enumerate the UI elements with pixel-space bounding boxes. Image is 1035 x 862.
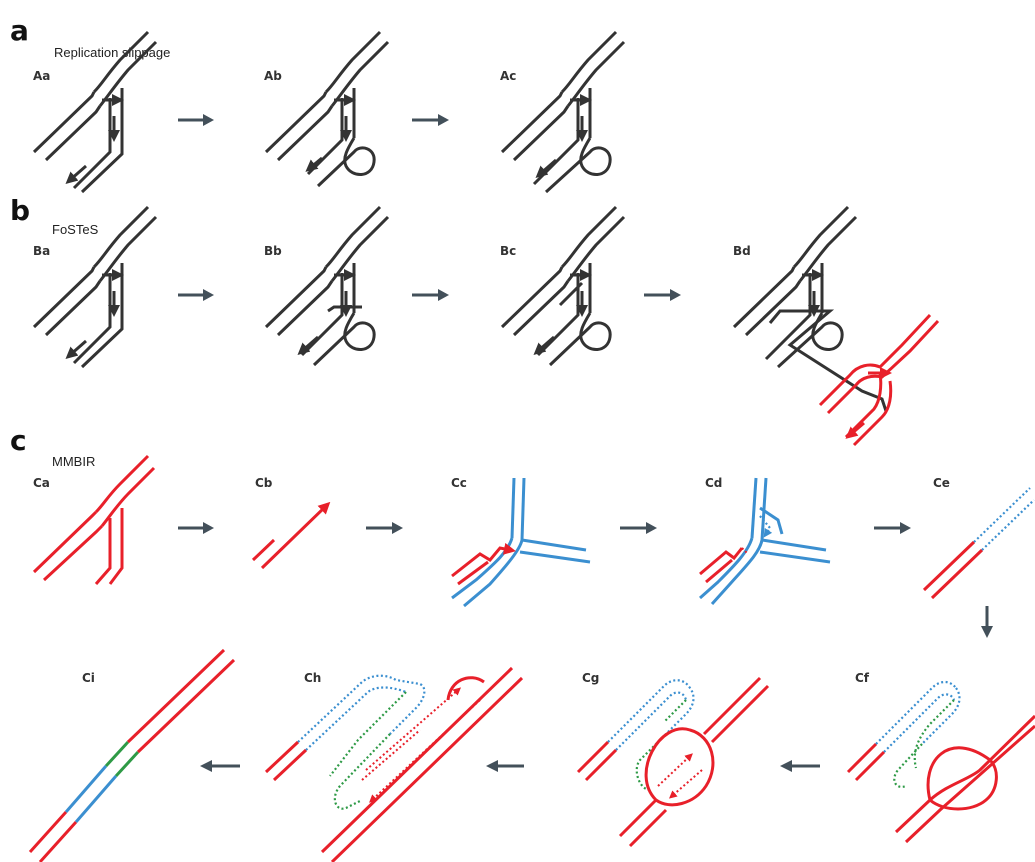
fork-diagram-bd <box>732 205 940 447</box>
section-title-b: FoSTeS <box>52 222 99 237</box>
panel-label-aa: Aa <box>33 69 50 83</box>
panel-label-ab: Ab <box>264 69 282 83</box>
strand-diagram-ce <box>922 487 1035 600</box>
fork-diagram-ba <box>32 205 158 369</box>
arrowhead-bb-bc <box>438 289 449 301</box>
section-title-c: MMBIR <box>52 454 95 469</box>
panel-label-ce: Ce <box>933 476 950 490</box>
arrowhead-cg-ch <box>486 760 498 772</box>
panel-label-ba: Ba <box>33 244 50 258</box>
arrowhead-ba-bb <box>203 289 214 301</box>
panel-label-bd: Bd <box>733 244 751 258</box>
panel-label-cd: Cd <box>705 476 722 490</box>
panel-label-cf: Cf <box>855 671 870 685</box>
section-title-a: Replication slippage <box>54 45 170 60</box>
fork-diagram-aa <box>32 30 158 194</box>
panel-label-bb: Bb <box>264 244 282 258</box>
panel-label-cg: Cg <box>582 671 599 685</box>
arrowhead-ch-ci <box>200 760 212 772</box>
section-letter-a: a <box>10 14 29 47</box>
fork-diagram-cc <box>451 477 591 608</box>
panel-label-ch: Ch <box>304 671 321 685</box>
arrowhead-aa-ab <box>203 114 214 126</box>
section-letter-b: b <box>10 194 30 227</box>
fork-diagram-ca <box>32 454 156 585</box>
strand-diagram-cb <box>251 501 331 570</box>
loop-diagram-cg <box>576 676 770 848</box>
panel-label-bc: Bc <box>500 244 516 258</box>
panel-label-ac: Ac <box>500 69 516 83</box>
fork-diagram-ab <box>264 30 390 188</box>
fork-diagram-ac <box>500 30 626 194</box>
arrowhead-ce-cf <box>981 626 993 638</box>
arrowhead-cd-ce <box>900 522 911 534</box>
section-letter-c: c <box>10 424 27 457</box>
arrowhead-cc-cd <box>646 522 657 534</box>
panel-label-cc: Cc <box>451 476 467 490</box>
fork-diagram-bb <box>264 205 390 367</box>
strand-diagram-ci <box>28 648 236 862</box>
loop-diagram-cf <box>846 680 1035 844</box>
arrowhead-ab-ac <box>438 114 449 126</box>
panel-label-cb: Cb <box>255 476 273 490</box>
arrowhead-cb-cc <box>392 522 403 534</box>
arrowhead-cf-cg <box>780 760 792 772</box>
arrowhead-bc-bd <box>670 289 681 301</box>
fork-diagram-cd <box>699 477 831 606</box>
loop-diagram-ch <box>264 666 524 862</box>
fork-diagram-bc <box>500 205 626 367</box>
panel-label-ca: Ca <box>33 476 50 490</box>
panel-label-ci: Ci <box>82 671 95 685</box>
arrowhead-ca-cb <box>203 522 214 534</box>
